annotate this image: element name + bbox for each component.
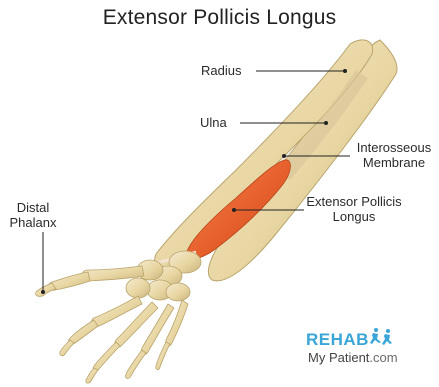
logo-my-patient: My Patient	[308, 350, 369, 365]
label-distal-line2: Phalanx	[8, 215, 58, 230]
logo-domain: .com	[369, 350, 397, 365]
label-interosseous-membrane: Interosseous Membrane	[354, 140, 434, 170]
diagram-title: Extensor Pollicis Longus	[0, 6, 439, 30]
finger-bones	[60, 296, 188, 383]
logo-rehab-text: REHAB	[306, 330, 369, 350]
label-extensor-pollicis-longus: Extensor Pollicis Longus	[304, 194, 404, 224]
label-ulna: Ulna	[200, 115, 227, 130]
label-epl-line1: Extensor Pollicis	[304, 194, 404, 209]
label-distal-phalanx: Distal Phalanx	[8, 200, 58, 230]
rehab-my-patient-logo: REHAB My Patient.com	[306, 330, 416, 370]
label-distal-line1: Distal	[8, 200, 58, 215]
label-epl-line2: Longus	[304, 209, 404, 224]
label-radius: Radius	[201, 63, 241, 78]
label-interosseous-line1: Interosseous	[354, 140, 434, 155]
label-interosseous-line2: Membrane	[354, 155, 434, 170]
logo-subtext: My Patient.com	[308, 350, 398, 365]
